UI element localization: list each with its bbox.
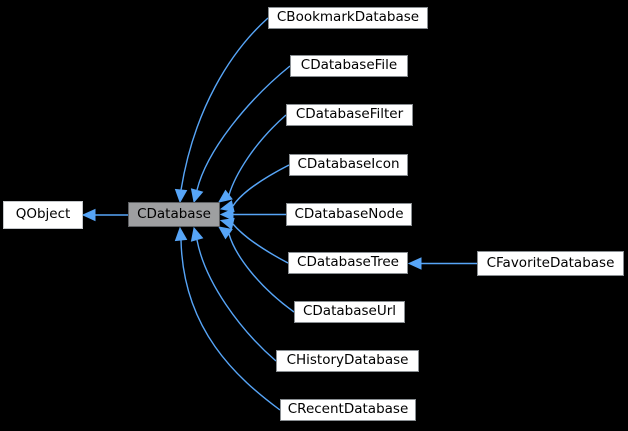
edge-cdatabaseicon-arrowhead (219, 200, 235, 213)
edge-cbookmarkdatabase-to-cdatabase (174, 17, 269, 204)
node-cfavoritedatabase[interactable]: CFavoriteDatabase (477, 251, 624, 276)
edge-cdatabasefilter-line (228, 114, 287, 196)
edge-cdatabasenode-arrowhead (219, 208, 234, 221)
edge-cdatabasefile-arrowhead (190, 188, 204, 204)
node-cdatabasefile[interactable]: CDatabaseFile (290, 55, 408, 77)
node-cdatabasetree[interactable]: CDatabaseTree (288, 252, 408, 274)
edge-crecentdatabase-line (180, 239, 281, 411)
edge-cdatabaseurl-arrowhead (218, 226, 233, 240)
edge-cdatabasefilter-to-cdatabase (218, 114, 287, 203)
edge-cfavoritedatabase-to-cdatabasetree (407, 257, 477, 270)
edge-cdatabasetree-arrowhead (219, 217, 235, 230)
edge-crecentdatabase-arrowhead (174, 226, 188, 242)
node-cbookmarkdatabase[interactable]: CBookmarkDatabase (268, 7, 428, 29)
edge-cbookmarkdatabase-line (180, 17, 269, 191)
edge-chistorydatabase-to-cdatabase (190, 226, 277, 362)
edge-cbookmarkdatabase-arrowhead (174, 188, 188, 204)
edge-chistorydatabase-arrowhead (190, 226, 204, 242)
edge-cdatabaseicon-to-cdatabase (219, 164, 290, 213)
edge-cdatabaseurl-line (228, 233, 295, 313)
edge-crecentdatabase-to-cdatabase (174, 226, 281, 411)
node-cdatabase: CDatabase (128, 202, 220, 227)
edge-cdatabasefile-line (196, 65, 291, 191)
edge-cdatabasetree-line (232, 223, 289, 264)
node-chistorydatabase[interactable]: CHistoryDatabase (276, 350, 419, 372)
edge-cdatabasefilter-arrowhead (218, 189, 233, 203)
edge-cfavoritedatabase-arrowhead (407, 257, 422, 270)
node-cdatabaseicon[interactable]: CDatabaseIcon (289, 154, 408, 176)
edge-cdatabasenode-to-cdatabase (219, 208, 286, 221)
edge-cdatabaseurl-to-cdatabase (218, 226, 295, 313)
edge-cdatabase-to-qobject-arrowhead (81, 208, 96, 222)
node-crecentdatabase[interactable]: CRecentDatabase (280, 399, 416, 421)
edge-cdatabasefile-to-cdatabase (190, 65, 291, 204)
node-qobject[interactable]: QObject (3, 201, 83, 229)
edge-cdatabasetree-to-cdatabase (219, 217, 289, 264)
edge-cdatabaseicon-line (232, 164, 290, 207)
node-cdatabaseurl[interactable]: CDatabaseUrl (294, 301, 405, 323)
node-cdatabasenode[interactable]: CDatabaseNode (286, 203, 412, 226)
edge-cdatabase-to-qobject (81, 208, 128, 222)
node-cdatabasefilter[interactable]: CDatabaseFilter (286, 104, 413, 126)
edge-chistorydatabase-line (196, 239, 277, 362)
